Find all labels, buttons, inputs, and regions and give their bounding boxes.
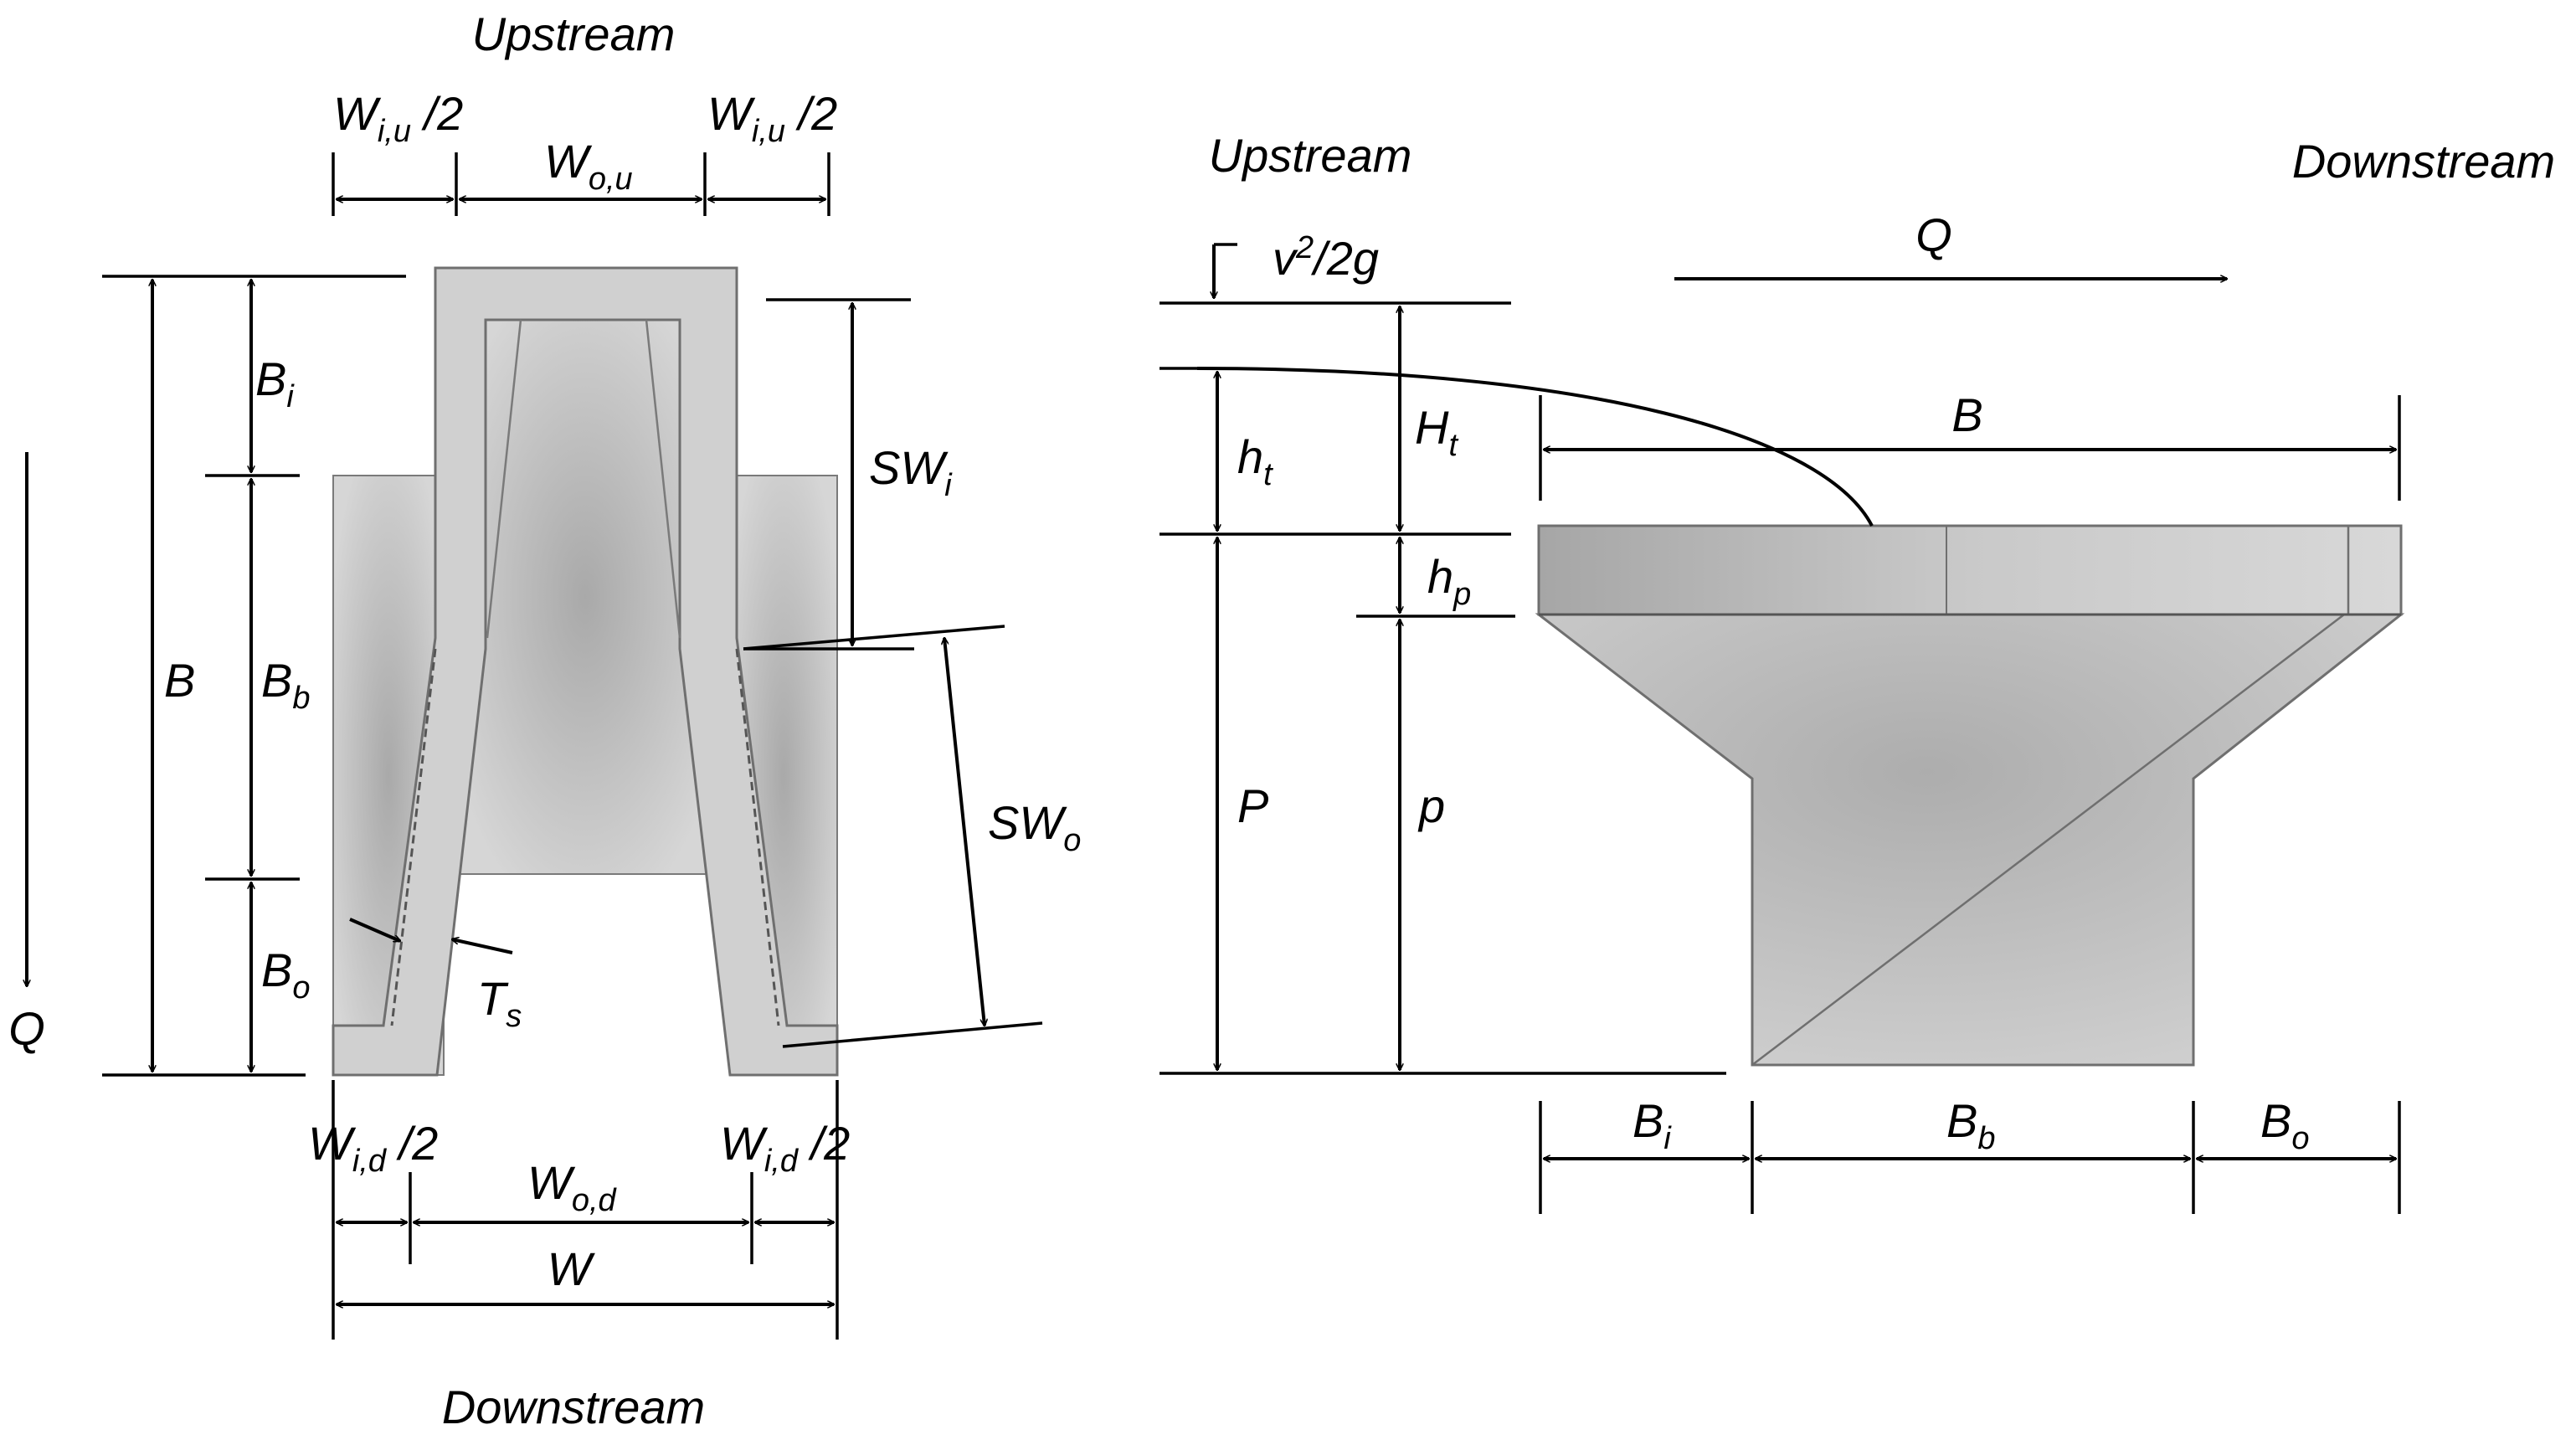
label-velocity-head: v2/2g [1273,230,1379,285]
label-bo-right: Bo [2260,1094,2310,1156]
label-b-total: B [164,654,195,707]
label-bi: Bi [255,352,295,414]
right-upstream-title: Upstream [1209,129,1412,182]
label-bo: Bo [261,944,311,1006]
label-p-small: p [1417,779,1445,832]
dim-swo-line [944,638,985,1026]
ts-arrow-right [452,939,513,954]
label-wiu-right: Wi,u /2 [707,87,837,149]
label-ht-small: ht [1237,430,1273,492]
left-upstream-title: Upstream [472,8,676,60]
right-flow-label: Q [1915,208,1952,261]
label-ht-big: Ht [1415,401,1458,463]
label-bi-right: Bi [1632,1094,1672,1156]
label-wou: Wo,u [544,135,633,197]
label-wod: Wo,d [527,1156,618,1218]
weir-body [1535,613,2405,1067]
label-wid-left: Wi,d /2 [308,1117,438,1179]
left-plan-view: Upstream Downstream Q Wi,u /2 Wo,u Wi,u … [8,8,1081,1433]
label-wid-right: Wi,d /2 [720,1117,850,1179]
label-swi: SWi [869,441,953,503]
water-surface [1196,367,1874,527]
right-downstream-title: Downstream [2292,135,2555,188]
right-section-view: Upstream Downstream Q v2/2g Ht ht hp P p… [1159,129,2555,1214]
label-wiu-left: Wi,u /2 [333,87,463,149]
channel-floor [458,319,712,875]
label-swo: SWo [988,796,1081,858]
label-bb-right: Bb [1946,1094,1996,1156]
label-p-big: P [1237,779,1268,832]
label-bb: Bb [261,654,311,716]
left-downstream-title: Downstream [442,1381,705,1431]
left-flow-label: Q [8,1002,45,1055]
label-b-total-right: B [1951,388,1982,441]
ts-arrow-left [349,918,400,943]
label-ts: Ts [477,972,522,1034]
label-hp: hp [1427,550,1471,612]
weir-wall [332,266,839,1077]
label-w: W [548,1242,596,1295]
crest-slab [1537,524,2403,616]
